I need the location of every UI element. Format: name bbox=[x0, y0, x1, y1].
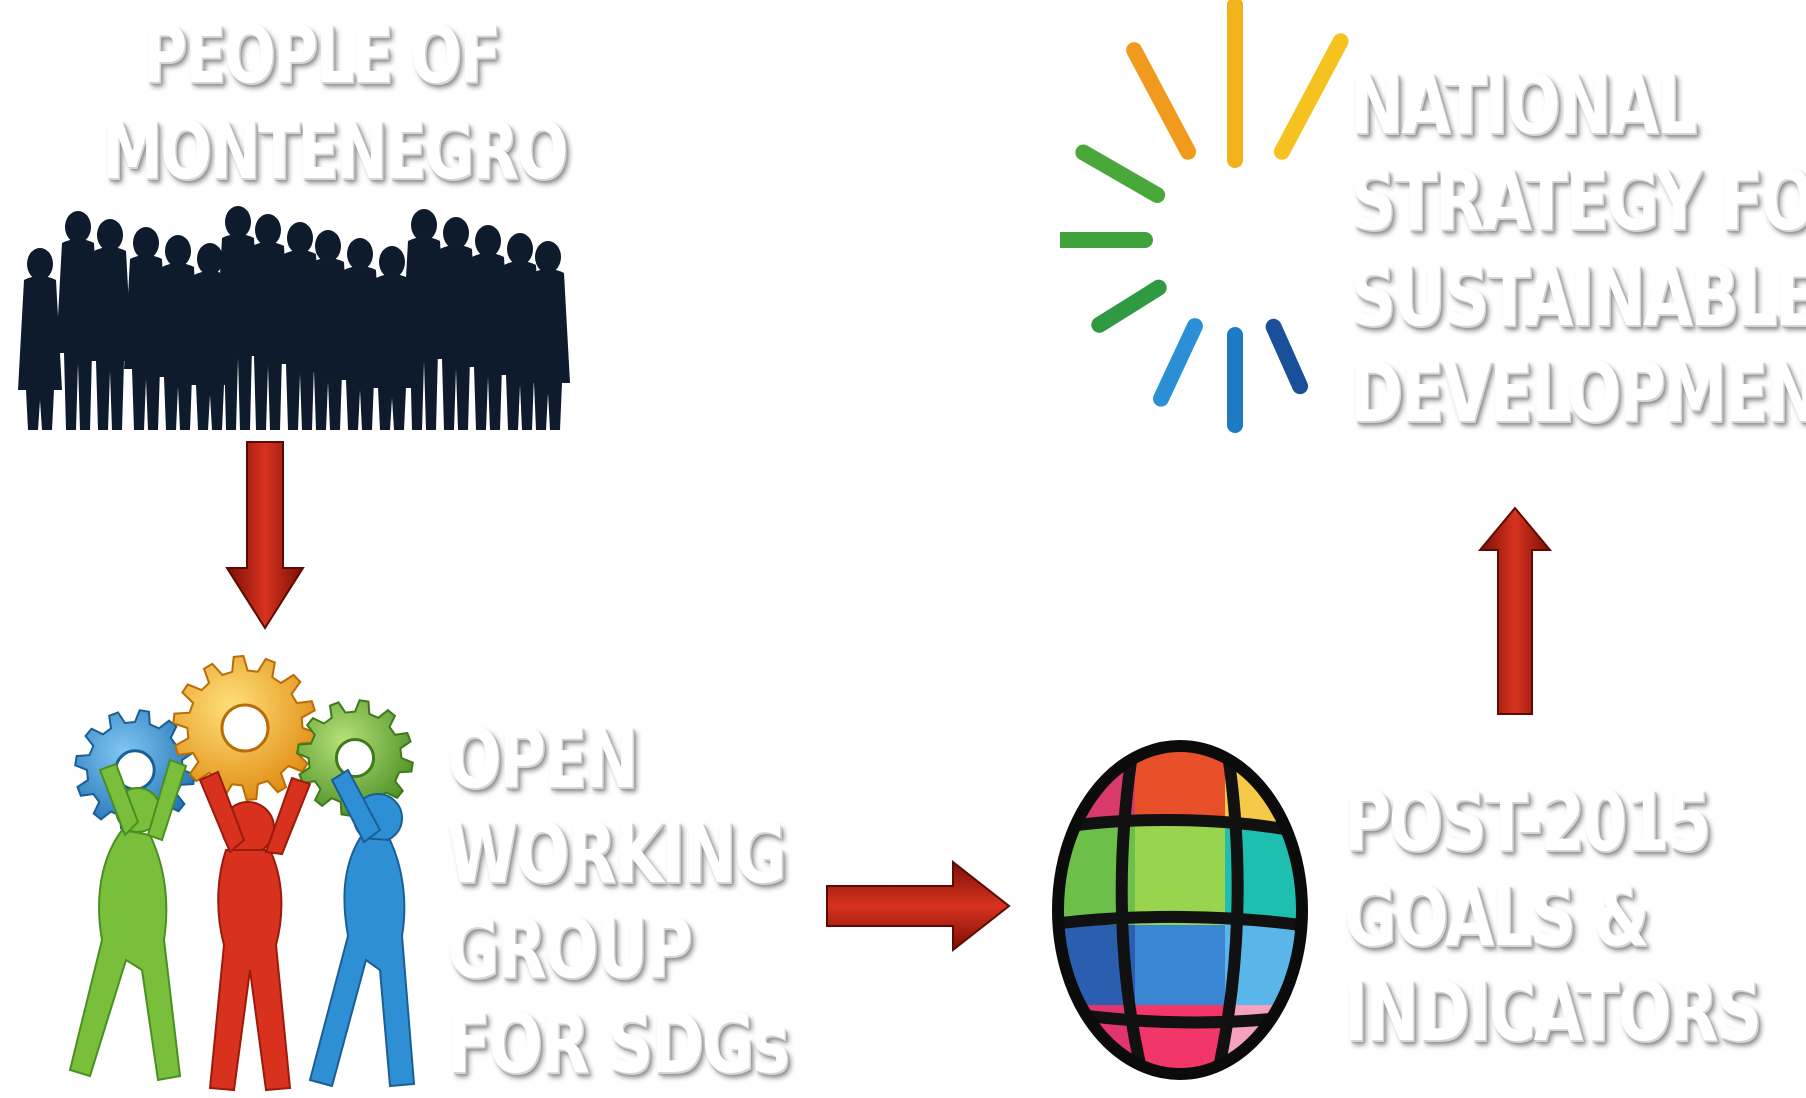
person-body bbox=[370, 274, 414, 430]
person-head bbox=[27, 248, 53, 280]
post-2015-line-3: INDICATORS bbox=[1344, 965, 1762, 1060]
person-head bbox=[315, 230, 341, 262]
arrow-right bbox=[826, 859, 1011, 953]
red-figure-icon bbox=[198, 770, 312, 1092]
person-body bbox=[526, 269, 570, 430]
person-body bbox=[434, 245, 478, 430]
person-body bbox=[18, 276, 62, 430]
sunburst-ray bbox=[1153, 318, 1203, 407]
people-label-line-2: MONTENEGRO bbox=[102, 107, 568, 197]
person-head bbox=[197, 243, 223, 275]
national-strategy-line-3: SUSTAINABLE bbox=[1350, 250, 1806, 345]
person-head bbox=[255, 214, 281, 246]
arrow-down bbox=[225, 441, 305, 630]
post-2015-label: POST-2015 GOALS & INDICATORS bbox=[1344, 775, 1762, 1060]
post-2015-line-2: GOALS & bbox=[1344, 870, 1649, 965]
sunburst-ray bbox=[1075, 144, 1166, 203]
globe-logo-icon bbox=[1052, 740, 1308, 1080]
arrow-up bbox=[1478, 506, 1552, 715]
national-strategy-line-2: STRATEGY FOR bbox=[1350, 154, 1806, 249]
person-body bbox=[216, 234, 260, 430]
person-head bbox=[443, 217, 469, 249]
person-head bbox=[165, 235, 191, 267]
owg-line-3: GROUP bbox=[447, 902, 693, 997]
gear-yellow-icon bbox=[172, 654, 318, 802]
sunburst-ray bbox=[1265, 318, 1309, 395]
people-label: PEOPLE OF MONTENEGRO bbox=[102, 8, 568, 200]
person-head bbox=[133, 227, 159, 259]
sunburst-ray bbox=[1126, 42, 1197, 160]
green-figure-icon bbox=[68, 758, 188, 1082]
blue-figure-icon bbox=[308, 768, 416, 1088]
person-body bbox=[402, 237, 446, 430]
owg-line-4: FOR SDGs bbox=[447, 997, 790, 1092]
open-working-group-label: OPEN WORKING GROUP FOR SDGs bbox=[447, 712, 790, 1092]
person-body bbox=[306, 258, 350, 430]
gears-teamwork-icon bbox=[68, 654, 416, 1092]
national-strategy-line-4: DEVELOPMENT bbox=[1350, 346, 1806, 441]
sunburst-ray bbox=[1091, 279, 1167, 333]
person-body bbox=[338, 266, 382, 430]
person-head bbox=[347, 238, 373, 270]
person-head bbox=[475, 225, 501, 257]
person-head bbox=[411, 209, 437, 241]
post-2015-line-1: POST-2015 bbox=[1344, 775, 1711, 870]
people-silhouette-icon bbox=[18, 206, 570, 430]
owg-line-2: WORKING bbox=[447, 807, 787, 902]
person-body bbox=[246, 242, 290, 430]
person-body bbox=[466, 253, 510, 430]
national-strategy-line-1: NATIONAL bbox=[1350, 58, 1697, 153]
person-head bbox=[379, 246, 405, 278]
sunburst-logo-icon bbox=[1060, 0, 1349, 433]
owg-line-1: OPEN bbox=[447, 712, 638, 807]
person-head bbox=[287, 222, 313, 254]
person-head bbox=[97, 219, 123, 251]
people-label-line-1: PEOPLE OF bbox=[142, 11, 502, 101]
sunburst-ray bbox=[1273, 33, 1349, 160]
national-strategy-label: NATIONAL STRATEGY FOR SUSTAINABLE DEVELO… bbox=[1350, 58, 1806, 442]
person-head bbox=[507, 233, 533, 265]
person-body bbox=[88, 247, 132, 430]
person-body bbox=[124, 255, 168, 430]
person-body bbox=[56, 239, 100, 430]
person-head bbox=[535, 241, 561, 273]
person-head bbox=[65, 211, 91, 243]
person-body bbox=[156, 263, 200, 430]
gear-green-icon bbox=[296, 699, 414, 817]
person-head bbox=[225, 206, 251, 238]
